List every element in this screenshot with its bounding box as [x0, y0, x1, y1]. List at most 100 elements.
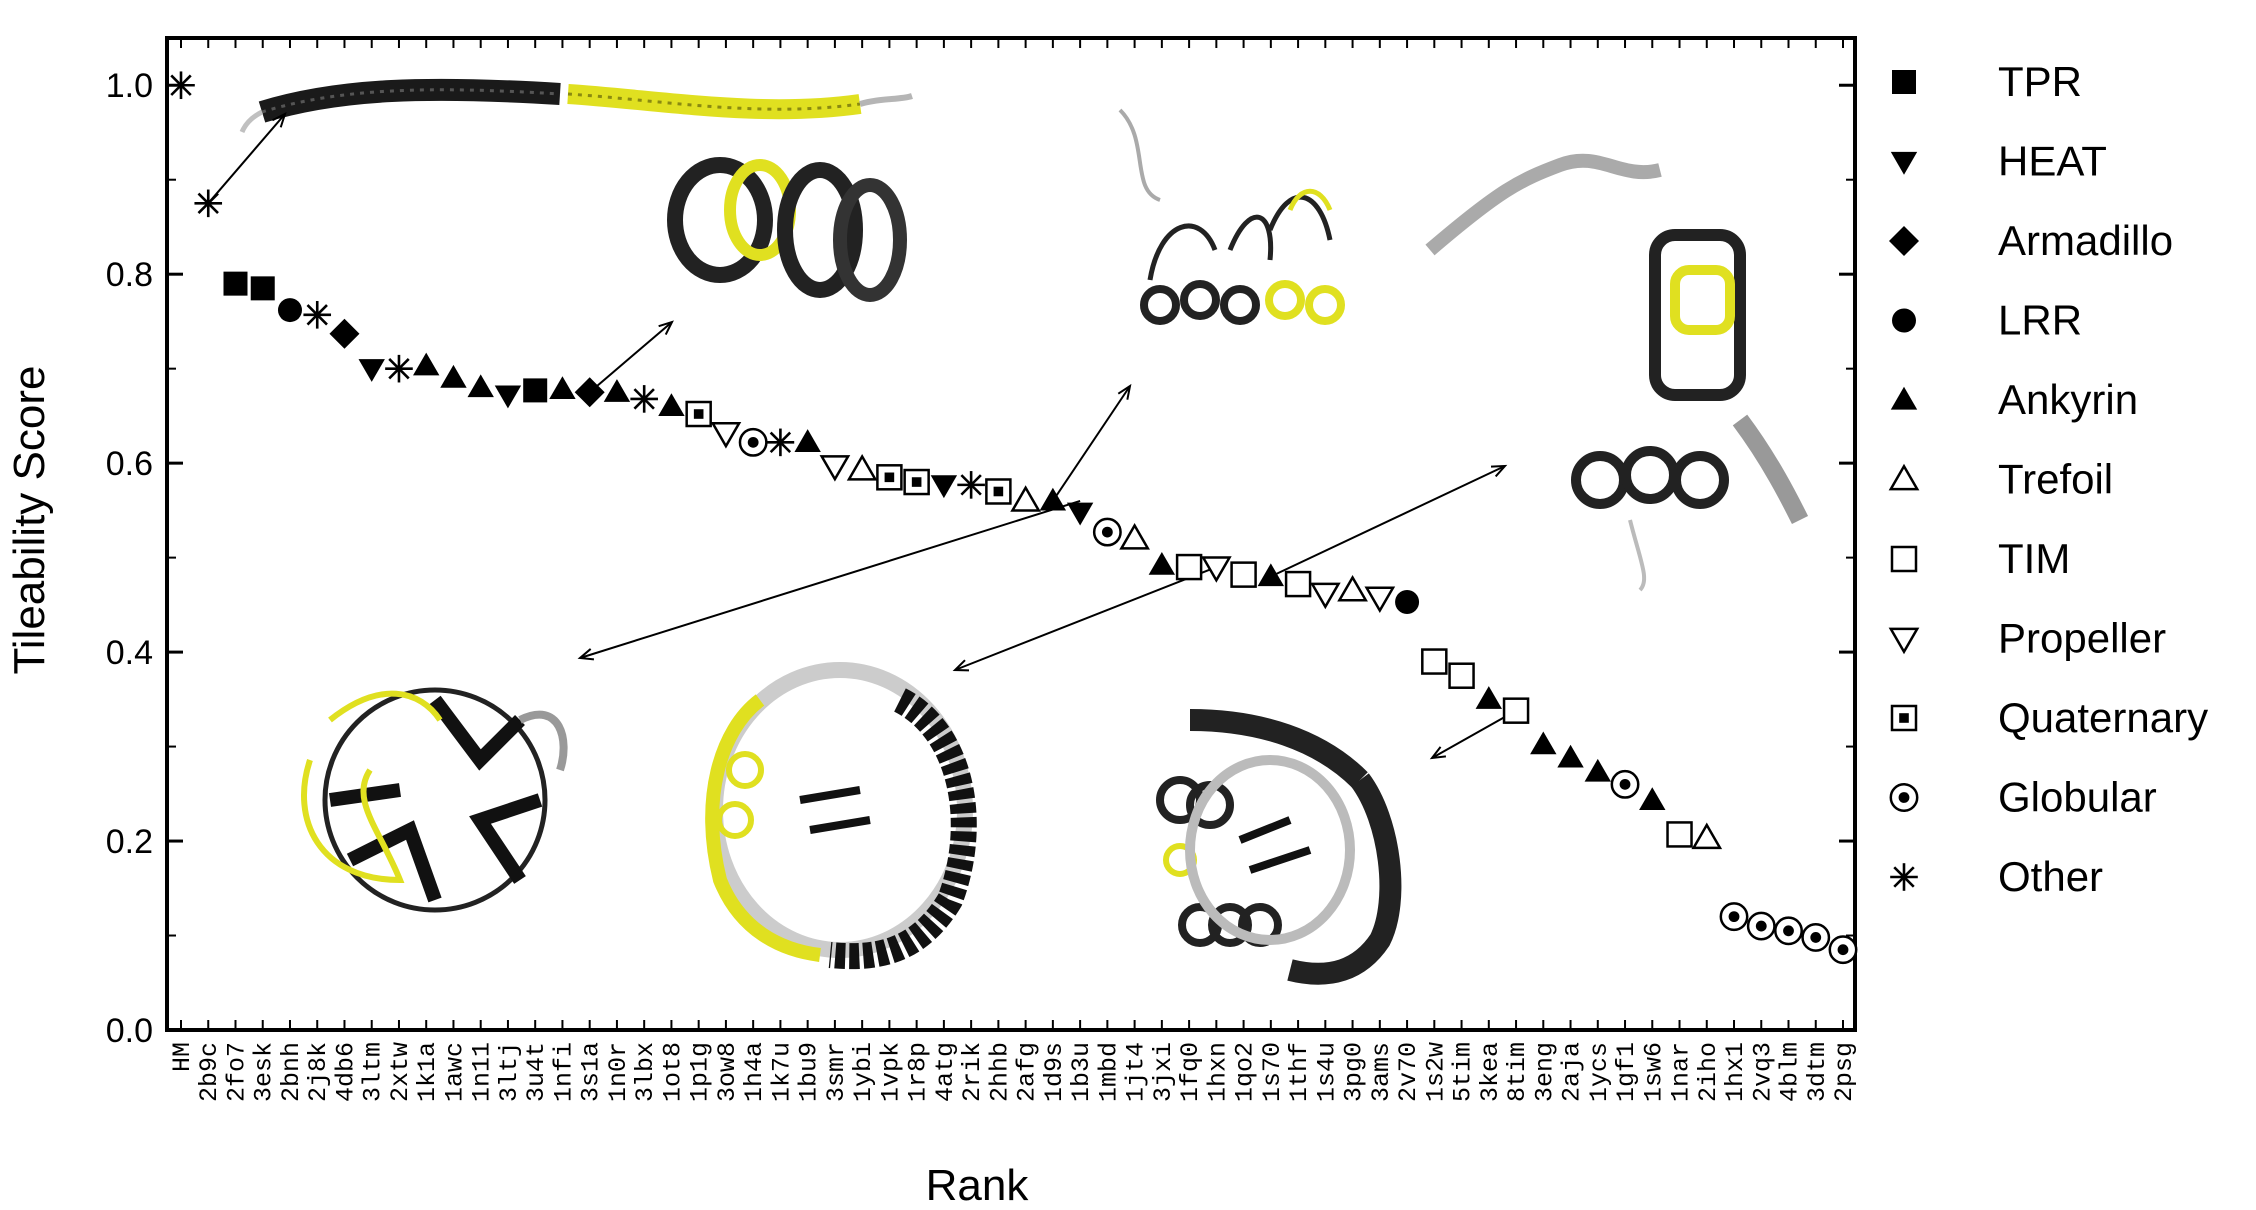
- annotation-arrowhead: [1117, 383, 1132, 400]
- marker-stroke: [1893, 866, 1915, 888]
- marker-dot: [1728, 911, 1740, 923]
- annotation-arrow: [207, 113, 286, 204]
- data-point-1s2w: [1421, 648, 1448, 675]
- marker-shape: [413, 352, 440, 376]
- x-tick-label: 1hx1: [1721, 1042, 1750, 1102]
- data-point-1d9s: [1039, 487, 1067, 511]
- annotation-arrow: [1431, 709, 1517, 759]
- marker-shape: [1200, 556, 1232, 583]
- x-tick-label: 1n0r: [604, 1042, 633, 1102]
- data-point-2b9c: [194, 189, 223, 218]
- marker-shape: [358, 359, 385, 382]
- marker-dot: [1619, 778, 1631, 790]
- marker-shape: [1066, 502, 1094, 526]
- data-point-2hhb: [985, 478, 1012, 505]
- marker-stroke: [170, 74, 192, 96]
- annotation-arrowhead: [272, 112, 287, 128]
- x-tick-label: 1nar: [1667, 1042, 1696, 1102]
- data-point-3esk: [250, 276, 275, 301]
- marker-shape: [846, 454, 878, 481]
- x-tick-label: 1mbd: [1094, 1042, 1123, 1102]
- marker-shape: [794, 429, 821, 452]
- marker-shape: [876, 464, 903, 491]
- marker-shape: [1890, 704, 1918, 732]
- data-point-1n11: [467, 374, 494, 398]
- x-axis-title: Rank: [926, 1161, 1030, 1210]
- data-point-1gf1: [1610, 769, 1640, 799]
- x-tick-label: 4db6: [331, 1042, 360, 1102]
- x-tick-label: 1p1g: [686, 1042, 715, 1102]
- x-tick-label: 1thf: [1285, 1042, 1314, 1102]
- marker-shape: [1309, 582, 1341, 610]
- x-tick-label: 3ltm: [359, 1042, 388, 1102]
- data-point-2v70: [1395, 590, 1420, 615]
- data-point-1p1g: [685, 400, 712, 428]
- marker-stroke: [769, 431, 792, 454]
- x-axis: HM2b9c2fo73esk2bnh2j8k4db63ltm2xtw1k1a1a…: [168, 38, 1859, 1102]
- data-point-1ot8: [658, 393, 685, 417]
- annotation-arrow: [1052, 385, 1131, 502]
- marker-shape: [1337, 574, 1368, 602]
- marker-shape: [1395, 590, 1420, 615]
- marker-shape: [440, 364, 467, 388]
- protein-structure-illustrations: [239, 78, 1809, 985]
- data-point-3kea: [1475, 686, 1503, 709]
- data-point-1ybi: [846, 454, 878, 481]
- marker-shape: [1890, 386, 1918, 410]
- x-tick-label: 3jxi: [1149, 1042, 1178, 1102]
- marker-shape: [523, 378, 548, 403]
- marker-stroke: [960, 474, 982, 496]
- legend-label: Other: [1998, 853, 2103, 900]
- x-tick-label: 1jt4: [1122, 1042, 1151, 1102]
- annotation-arrowhead: [658, 320, 674, 335]
- legend-marker-trefoil: [1888, 463, 1920, 491]
- legend-label: Globular: [1998, 774, 2157, 821]
- data-point-3u4t: [523, 378, 548, 403]
- marker-shape: [329, 318, 360, 349]
- x-tick-label: 3smr: [822, 1042, 851, 1102]
- marker-shape: [1892, 70, 1916, 94]
- x-tick-label: 1awc: [440, 1042, 469, 1102]
- marker-shape: [1175, 553, 1203, 581]
- x-tick-label: 2b9c: [195, 1042, 224, 1102]
- x-tick-label: 1sw6: [1639, 1042, 1668, 1102]
- repeat-domain-image-2: [1118, 108, 1345, 325]
- legend-label: TPR: [1998, 58, 2082, 105]
- y-tick-label: 0.2: [106, 823, 153, 861]
- marker-shape: [1148, 551, 1176, 575]
- marker-stroke: [633, 388, 655, 410]
- x-tick-label: 2iho: [1694, 1042, 1723, 1102]
- annotation-arrowhead: [1429, 746, 1447, 760]
- marker-shape: [710, 422, 742, 449]
- data-point-1nar: [1666, 821, 1693, 848]
- annotation-arrow: [579, 499, 1081, 659]
- x-tick-label: 3s1a: [577, 1042, 606, 1102]
- x-tick-label: 4atg: [931, 1042, 960, 1102]
- marker-shape: [685, 400, 712, 428]
- y-tick-label: 1.0: [106, 67, 153, 105]
- x-tick-label: 1vpk: [876, 1042, 905, 1102]
- x-tick-label: 1s2w: [1421, 1042, 1450, 1102]
- marker-shape: [1557, 744, 1584, 768]
- marker-shape: [1691, 822, 1723, 850]
- marker-dot: [1898, 792, 1910, 803]
- data-point-1mbd: [1092, 517, 1122, 547]
- data-point-1bu9: [794, 429, 821, 452]
- marker-shape: [1889, 226, 1919, 256]
- data-point-1vpk: [876, 464, 903, 491]
- x-tick-label: 1qo2: [1231, 1042, 1260, 1102]
- marker-dot: [993, 486, 1004, 497]
- data-point-8tim: [1502, 697, 1530, 724]
- legend: TPRHEATArmadilloLRRAnkyrinTrefoilTIMProp…: [1888, 58, 2208, 900]
- data-point-2fo7: [223, 271, 248, 296]
- y-tick-label: 0.6: [106, 445, 153, 483]
- propeller-structure-image: [301, 687, 568, 913]
- marker-shape: [549, 376, 576, 400]
- data-point-3lbx: [630, 385, 658, 413]
- marker-stroke: [306, 304, 328, 326]
- marker-shape: [1584, 758, 1611, 782]
- data-point-1fq0: [1175, 553, 1203, 581]
- x-tick-label: 1ot8: [658, 1042, 687, 1102]
- marker-shape: [1257, 563, 1285, 587]
